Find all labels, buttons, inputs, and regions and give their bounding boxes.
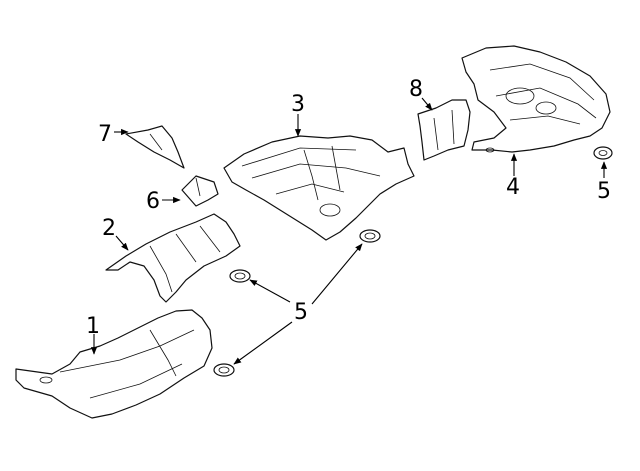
leader-2 bbox=[115, 235, 129, 251]
callout-3: 3 bbox=[291, 92, 305, 117]
part-6-bracket bbox=[181, 175, 219, 207]
grommet-right bbox=[593, 146, 613, 160]
callout-1: 1 bbox=[86, 314, 100, 339]
part-2-heat-shield bbox=[105, 213, 241, 303]
callout-5-right: 5 bbox=[597, 179, 611, 204]
grommet-center bbox=[359, 229, 381, 243]
grommet-lower bbox=[213, 363, 235, 377]
callout-8: 8 bbox=[409, 77, 423, 102]
part-5-grommets bbox=[213, 146, 613, 377]
part-4-rear-heat-shield bbox=[461, 45, 611, 153]
part-7-small-shield bbox=[125, 125, 185, 169]
part-3-tunnel-heat-shield bbox=[223, 135, 415, 241]
callout-6: 6 bbox=[146, 189, 160, 214]
grommet-middle bbox=[229, 269, 251, 283]
callout-2: 2 bbox=[102, 216, 116, 241]
part-8-side-shield bbox=[417, 99, 471, 161]
leader-5-to-center bbox=[311, 243, 363, 305]
leader-5-to-middle bbox=[249, 279, 291, 303]
part-1-front-heat-shield bbox=[15, 309, 213, 419]
leader-8 bbox=[421, 97, 433, 111]
callout-4: 4 bbox=[506, 175, 520, 200]
callout-5-group: 5 bbox=[294, 300, 308, 325]
callout-7: 7 bbox=[98, 122, 112, 147]
leader-5-to-lower bbox=[233, 321, 293, 365]
